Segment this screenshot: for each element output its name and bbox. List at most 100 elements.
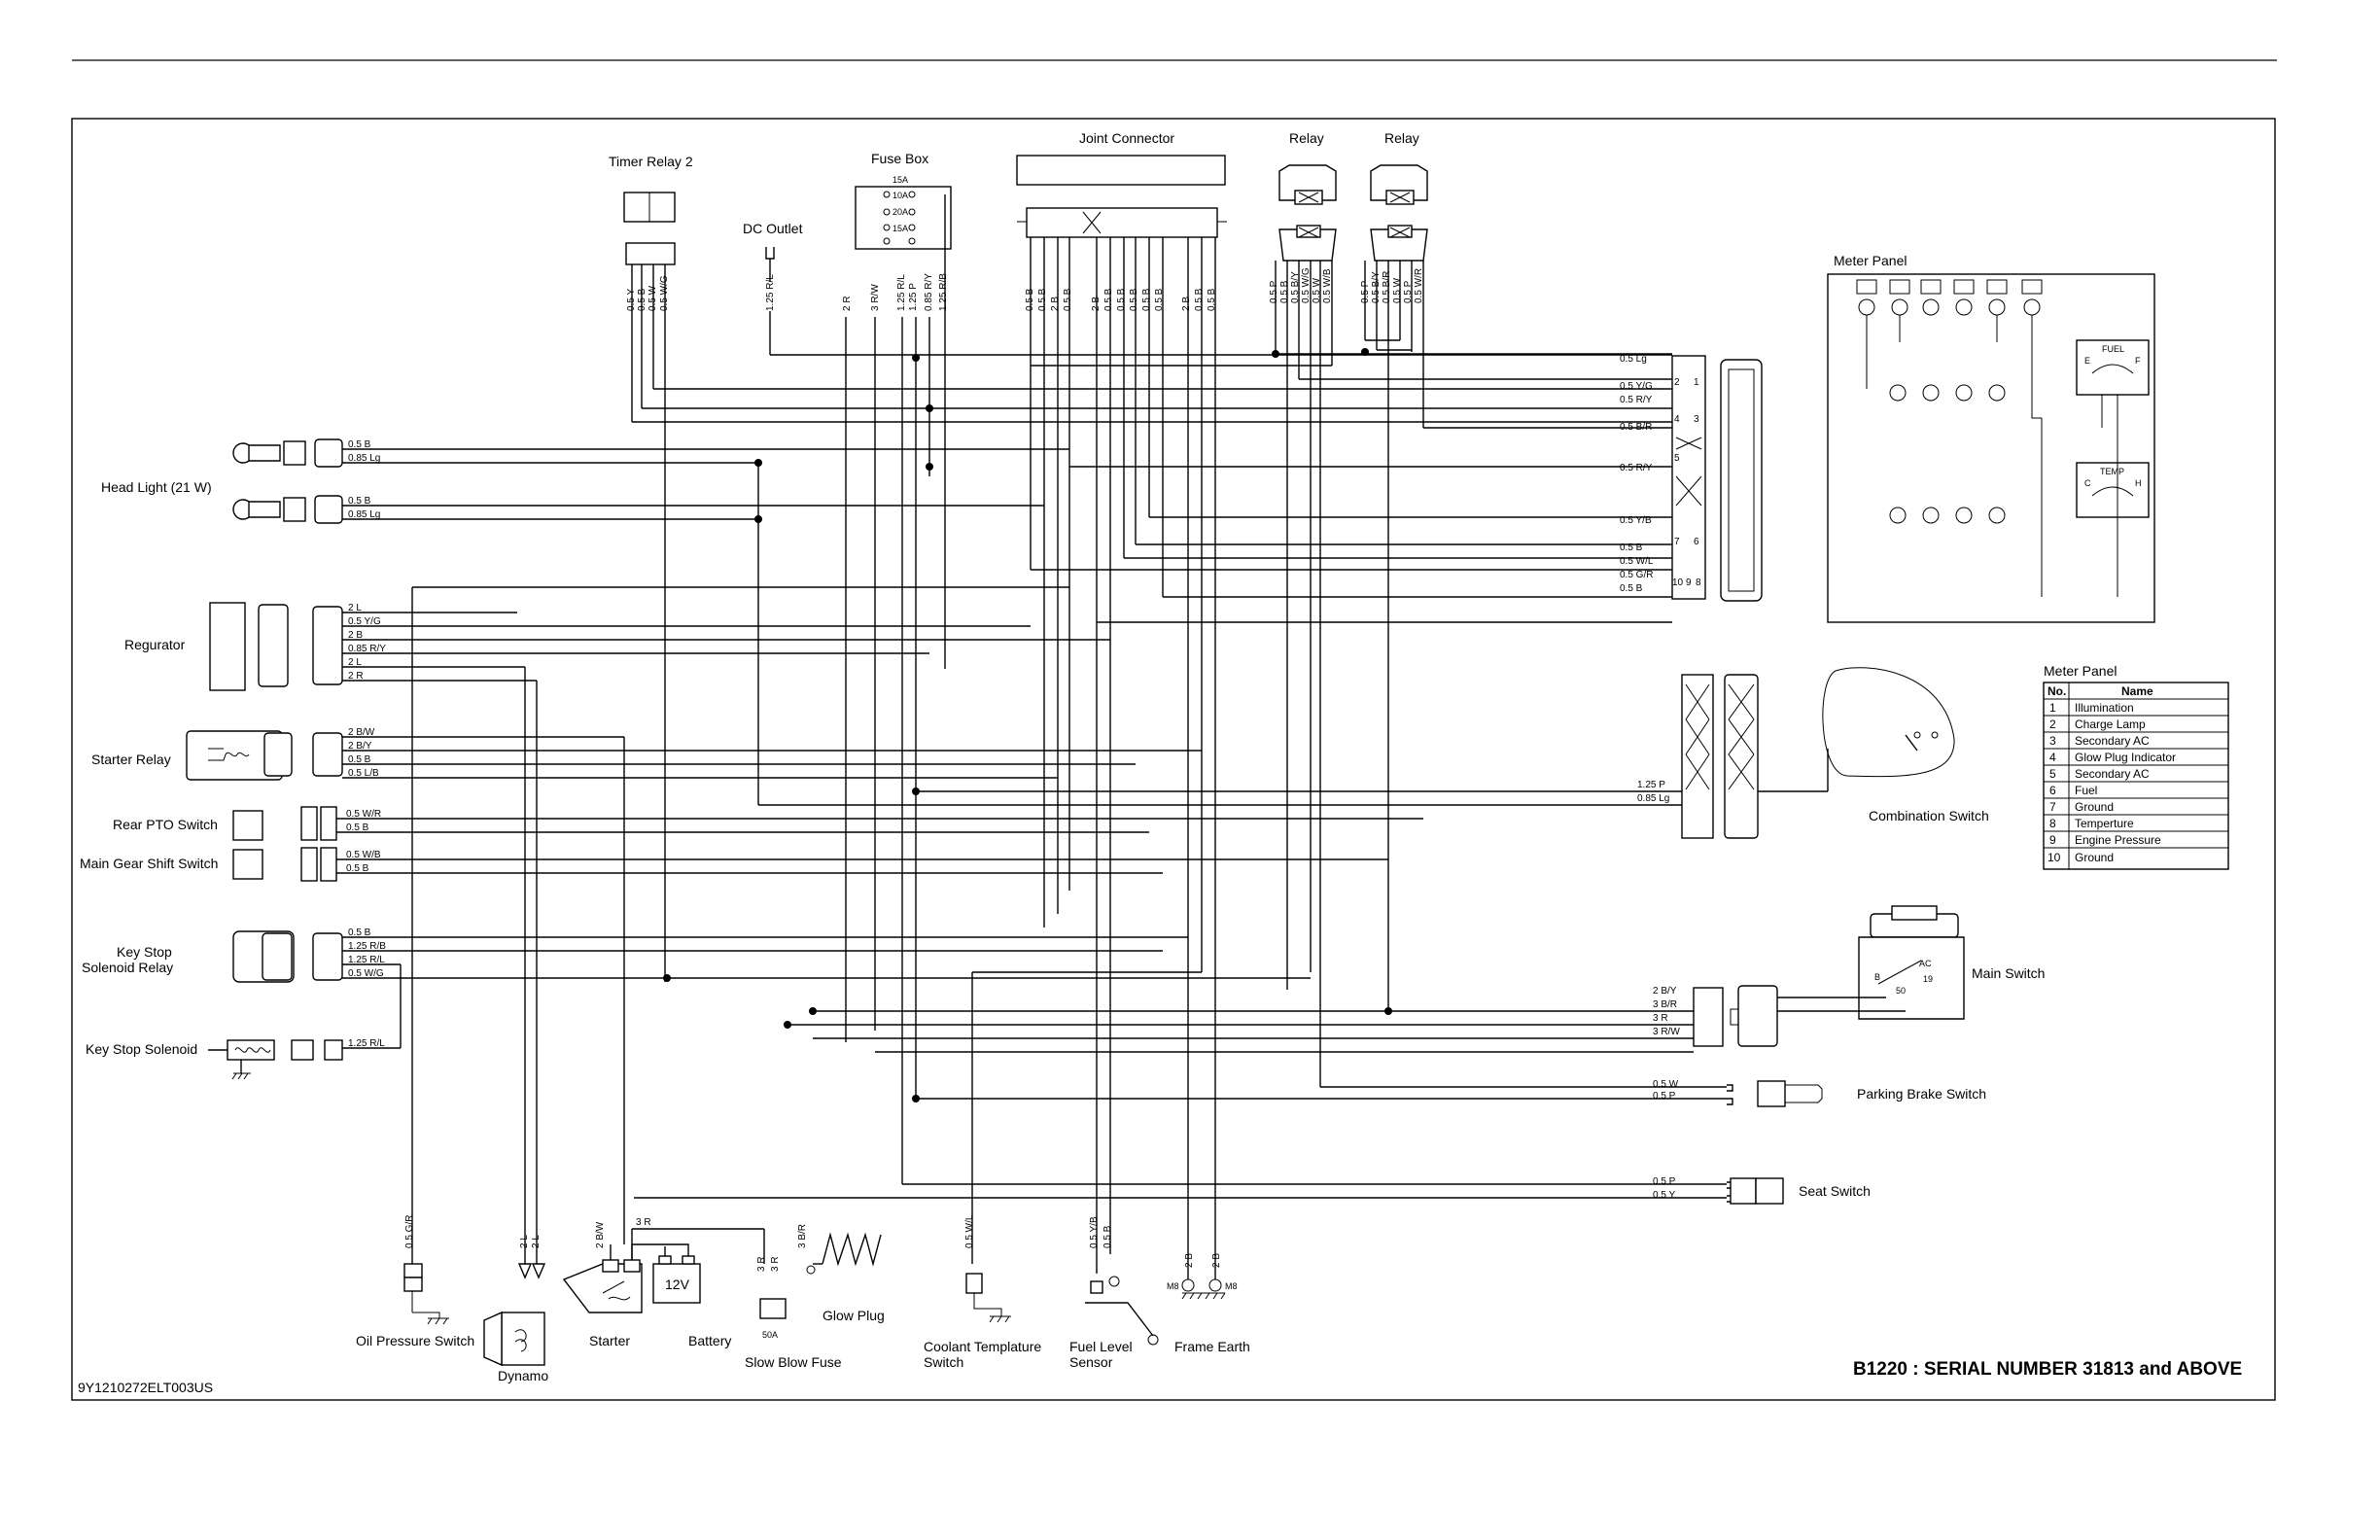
wire-label: 0.85 Lg [348, 453, 380, 464]
wire-label: 0.5 W/B [346, 850, 381, 860]
wire-label: 0.5 W/G [348, 968, 384, 979]
wire-label: 0.5 B [1102, 1225, 1113, 1248]
fuse-rating: 10A [892, 191, 908, 200]
table-cell: 10 [2048, 851, 2061, 864]
wire-label: 0.5 G/R [1620, 570, 1653, 580]
wire-label: 0.5 B [348, 496, 371, 507]
table-cell: Charge Lamp [2075, 718, 2146, 731]
wire-label: 0.5 B [1037, 288, 1048, 311]
fuse-rating: 20A [892, 207, 908, 217]
wire-label: 3 R [1653, 1013, 1668, 1024]
wire-label: 2 B [1184, 1253, 1195, 1268]
wire-label: 0.5 L/B [348, 768, 379, 779]
wire-label: 0.5 W [1312, 277, 1322, 303]
wire-label: 0.5 B [1116, 288, 1127, 311]
relay-1-label: Relay [1289, 130, 1324, 146]
terminal-label: 50 [1896, 986, 1906, 996]
fuse-rating: 15A [892, 224, 908, 233]
wire-label: 3 R/W [1653, 1027, 1680, 1037]
starter-label: Starter [589, 1333, 630, 1348]
wire-label: 1.25 R/L [348, 955, 385, 965]
wire-label: 1.25 R/L [765, 274, 776, 311]
fuel-gauge-label: FUEL [2102, 344, 2124, 354]
wire-label: 3 B/R [797, 1224, 808, 1248]
wire-label: 0.5 W/G [1301, 267, 1312, 303]
wire-label: 2 B/Y [348, 741, 372, 752]
wire-label: 1.25 R/L [896, 274, 907, 311]
slow-blow-label: Slow Blow Fuse [745, 1354, 842, 1370]
gauge-mark: C [2084, 478, 2091, 488]
wire-label: 0.5 R/Y [1620, 463, 1653, 473]
wire-label: 0.85 R/Y [924, 273, 934, 311]
document-code: 9Y1210272ELT003US [78, 1380, 213, 1395]
terminal-label: 19 [1923, 974, 1933, 984]
meter-panel-table: Meter Panel No. Name 1 Illumination 2 Ch… [2043, 663, 2229, 870]
wire-label: 0.5 B [1129, 288, 1139, 311]
combination-switch-label: Combination Switch [1869, 808, 1989, 823]
dynamo-label: Dynamo [498, 1368, 548, 1383]
table-cell: 7 [2049, 800, 2056, 814]
wire-label: 2 L [531, 1235, 542, 1248]
key-stop-solenoid-label: Key Stop Solenoid [86, 1041, 197, 1057]
temp-gauge-label: TEMP [2100, 467, 2124, 476]
wire-label: 0.85 Lg [348, 509, 380, 520]
wire-label: 0.5 P [1653, 1091, 1676, 1102]
fuse-box: Fuse Box 15A 10A 20A 15A [855, 151, 952, 250]
dc-outlet-label: DC Outlet [743, 221, 803, 236]
joint-connector-label: Joint Connector [1079, 130, 1174, 146]
pin-label: 6 [1694, 537, 1699, 547]
meter-bus-labels: 0.5 Lg 0.5 Y/G 0.5 R/Y 0.5 B/R 0.5 R/Y 0… [1620, 354, 1654, 594]
bolt-label: M8 [1225, 1281, 1238, 1291]
fuel-level-sensor: 0.5 Y/B 0.5 B Fuel Level Sensor [1069, 1216, 1159, 1370]
head-light-label: Head Light (21 W) [101, 479, 212, 495]
wire-label: 2 L [519, 1235, 530, 1248]
wire-label: 0.5 B [348, 439, 371, 450]
slow-blow-fuse: 3 R 3 R 50A Slow Blow Fuse [745, 1256, 842, 1370]
wire-label: 0.5 W/R [346, 809, 381, 820]
wire-label: 2 B [1050, 297, 1061, 311]
main-switch: B AC 19 50 Main Switch 2 B/Y 3 B/R 3 R 3… [1653, 905, 2045, 1047]
pin-label: 7 [1674, 537, 1680, 547]
terminal-label: AC [1919, 959, 1932, 968]
relay-1: Relay [1278, 130, 1337, 262]
table-cell: 5 [2049, 767, 2056, 781]
fuse-box-label: Fuse Box [871, 151, 928, 166]
table-cell: 3 [2049, 734, 2056, 748]
table-cell: Ground [2075, 851, 2114, 864]
relay-2-wire-labels: 0.5 P 0.5 B/Y 0.5 B/R 0.5 W 0.5 P 0.5 W/… [1360, 268, 1424, 303]
table-header: No. [2048, 684, 2066, 698]
wire-label: 1.25 R/L [348, 1038, 385, 1049]
meter-panel: Meter Panel FUEL E F TEMP C H [1827, 253, 2155, 623]
meter-connector: 2 1 4 3 5 7 6 10 9 8 [1671, 355, 1763, 602]
relay-2: Relay [1370, 130, 1428, 262]
wire-label: 3 R [770, 1256, 781, 1272]
wire-label: 0.5 G/R [404, 1215, 415, 1248]
frame-earth-label: Frame Earth [1174, 1339, 1250, 1354]
wire-label: 2 B [1181, 297, 1192, 311]
table-cell: Secondary AC [2075, 767, 2150, 781]
diagram-frame [71, 118, 2276, 1401]
dc-outlet: DC Outlet 1.25 R/L [743, 221, 803, 311]
fuel-level-label-1: Fuel Level [1069, 1339, 1133, 1354]
pin-label: 2 [1674, 377, 1680, 388]
meter-panel-label: Meter Panel [1834, 253, 1907, 268]
wire-label: 0.5 Y/B [1089, 1216, 1100, 1248]
timer-relay-2-label: Timer Relay 2 [609, 154, 693, 169]
wire-label: 0.5 B [1620, 542, 1643, 553]
rear-pto-label: Rear PTO Switch [113, 817, 218, 832]
main-switch-label: Main Switch [1972, 965, 2045, 981]
slow-blow-rating: 50A [762, 1330, 778, 1340]
vertical-wires [631, 194, 1424, 1279]
terminal-label: B [1874, 972, 1880, 982]
parking-brake-switch: 0.5 W 0.5 P Parking Brake Switch [1653, 1079, 1986, 1107]
gauge-mark: H [2135, 478, 2142, 488]
pin-label: 1 [1694, 377, 1699, 388]
battery-voltage: 12V [665, 1277, 690, 1292]
wire-label: 2 B/W [595, 1221, 606, 1248]
wire-label: 0.5 R/Y [1620, 395, 1653, 405]
wire-label: 1.25 P [1637, 780, 1665, 790]
wire-label: 0.5 B [1194, 288, 1205, 311]
battery: 12V Battery [652, 1255, 731, 1348]
table-cell: 9 [2049, 833, 2056, 847]
